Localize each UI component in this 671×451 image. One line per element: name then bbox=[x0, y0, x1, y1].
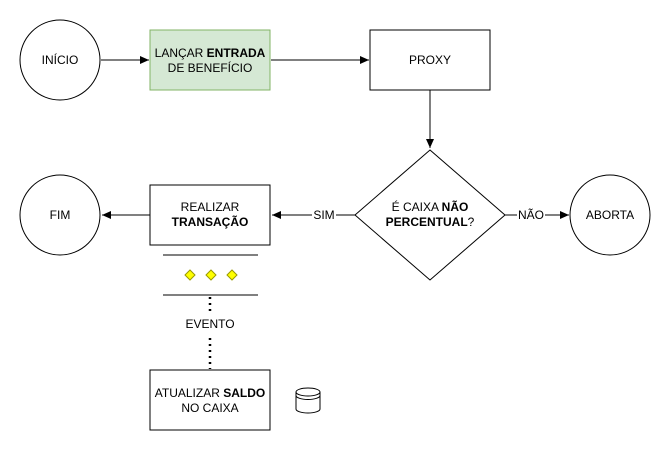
node-aborta-label: ABORTA bbox=[586, 208, 634, 222]
node-proxy-label: PROXY bbox=[409, 53, 451, 67]
node-atualizar-line1: ATUALIZAR SALDO bbox=[155, 386, 265, 400]
node-decisao[interactable] bbox=[354, 149, 506, 281]
node-inicio[interactable] bbox=[19, 19, 101, 101]
queue-diamond-1 bbox=[184, 269, 196, 281]
node-realizar-line1: REALIZAR bbox=[181, 200, 240, 214]
edge-label-sim: SIM bbox=[313, 208, 334, 222]
edge-label-evento: EVENTO bbox=[185, 317, 234, 331]
queue-diamond-2 bbox=[205, 269, 217, 281]
node-lancar-entrada[interactable] bbox=[149, 29, 271, 91]
database-icon bbox=[295, 387, 321, 414]
node-fim-label: FIM bbox=[50, 208, 71, 222]
edge-label-nao: NÃO bbox=[518, 208, 544, 222]
node-fim[interactable] bbox=[19, 174, 101, 256]
node-atualizar-saldo[interactable] bbox=[149, 369, 271, 431]
node-lancar-line1: LANÇAR ENTRADA bbox=[155, 46, 266, 60]
node-realizar-transacao[interactable] bbox=[149, 184, 271, 246]
queue-symbol bbox=[163, 254, 258, 296]
node-decisao-line1: É CAIXA NÃO bbox=[392, 199, 469, 214]
node-decisao-line2: PERCENTUAL? bbox=[386, 215, 475, 229]
node-realizar-line2: TRANSAÇÃO bbox=[172, 214, 249, 229]
node-lancar-line2: DE BENEFÍCIO bbox=[168, 60, 253, 75]
node-inicio-label: INÍCIO bbox=[42, 52, 79, 67]
node-atualizar-line2: NO CAIXA bbox=[181, 401, 238, 415]
node-aborta[interactable] bbox=[569, 174, 651, 256]
queue-diamond-3 bbox=[226, 269, 238, 281]
node-proxy[interactable] bbox=[369, 29, 491, 91]
